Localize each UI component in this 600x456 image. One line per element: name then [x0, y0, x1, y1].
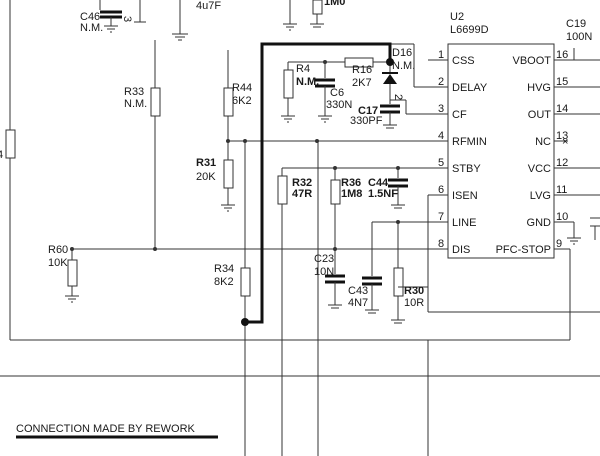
- r34-value: 8K2: [214, 276, 234, 288]
- pin-name: STBY: [452, 163, 481, 175]
- c17-value: 330PF: [350, 115, 383, 127]
- pin-name: GND: [527, 217, 552, 229]
- r36-ref: R36: [341, 177, 361, 189]
- r16-resistor: [344, 57, 374, 68]
- r60-resistor: [67, 259, 78, 287]
- pin-name: CF: [452, 109, 467, 121]
- r33-value: N.M.: [124, 98, 147, 110]
- ic-left-pins: 1 CSS 2 DELAY 3 CF 4 RFMIN 5 STBY 6 ISEN…: [438, 49, 488, 256]
- pin-number: 12: [556, 157, 568, 169]
- left-edge-mark: 4: [0, 149, 3, 161]
- cap-top-value: 4u7F: [196, 0, 221, 12]
- pin-number: 6: [438, 184, 444, 196]
- c46-capacitor: [99, 0, 122, 33]
- pin-name: VBOOT: [512, 55, 551, 67]
- pin-name: LVG: [530, 190, 551, 202]
- r4-value: N.M.: [296, 76, 319, 88]
- r32-resistor: [277, 175, 288, 205]
- r16-value: 2K7: [352, 77, 372, 89]
- r44-value: 6K2: [232, 95, 252, 107]
- r30-value: 10R: [404, 297, 424, 309]
- c6-value: 330N: [326, 99, 352, 111]
- r30-ref: R30: [404, 285, 424, 297]
- r4-resistor: [283, 69, 294, 99]
- pin-number: 8: [438, 238, 444, 250]
- r60-value: 10K: [48, 257, 68, 269]
- r4-ref: R4: [296, 63, 310, 75]
- pin-number: 11: [556, 184, 567, 196]
- ic-body: [447, 43, 555, 259]
- ic-right-pin-stubs: [554, 59, 600, 250]
- pin-name: LINE: [452, 217, 476, 229]
- c23-ref: C23: [314, 253, 334, 265]
- r36-resistor: [330, 179, 341, 205]
- pin-number: 7: [438, 211, 444, 223]
- pin-number: 9: [556, 238, 562, 250]
- r30-resistor: [393, 267, 404, 297]
- c17-ref: C17: [358, 105, 378, 117]
- pin-number: 4: [438, 130, 444, 142]
- c19-ref: C19: [566, 18, 586, 30]
- c43-value: 4N7: [348, 297, 368, 309]
- pin-number: 10: [556, 211, 568, 223]
- r31-resistor: [223, 159, 234, 189]
- r16-ref: R16: [352, 64, 372, 76]
- pin-number: 14: [556, 103, 568, 115]
- pin-name: DIS: [452, 244, 470, 256]
- pin-number: 3: [438, 103, 444, 115]
- d16-ref: D16: [392, 47, 412, 59]
- top-resistor-label: 1M0: [324, 0, 345, 8]
- c19-value: 100N: [566, 31, 592, 43]
- rework-node-bottom: [241, 318, 249, 326]
- pin-name: RFMIN: [452, 136, 487, 148]
- pin-name: ISEN: [452, 190, 478, 202]
- r34-ref: R34: [214, 263, 234, 275]
- c6-ref: C6: [330, 87, 344, 99]
- pin-number: 15: [556, 76, 568, 88]
- r31-value: 20K: [196, 171, 216, 183]
- pin-name: NC: [535, 136, 551, 148]
- c46-value: N.M.: [80, 22, 103, 34]
- ic-right-pins: 16 VBOOT 15 HVG 14 OUT 13 NC 12 VCC 11 L…: [496, 49, 569, 256]
- c44-ref: C44: [368, 177, 389, 189]
- r33-ref: R33: [124, 86, 144, 98]
- r33-resistor: [150, 87, 161, 117]
- pin-number: 5: [438, 157, 444, 169]
- r60-ref: R60: [48, 244, 68, 256]
- pin-name: VCC: [528, 163, 551, 175]
- pin-number: 13: [556, 130, 568, 142]
- ic-ref: U2: [450, 11, 464, 23]
- d16-diode: [383, 74, 397, 84]
- pin-number: 2: [438, 76, 444, 88]
- pin-name: PFC-STOP: [496, 244, 551, 256]
- c46-ref: C46: [80, 11, 100, 23]
- r32-value: 47R: [292, 188, 312, 200]
- left-pin-mark: 3: [121, 16, 133, 22]
- d16-pin-mark: 2: [392, 94, 404, 100]
- rework-node-top: [386, 58, 394, 66]
- ic-left-pin-stubs: [428, 59, 448, 250]
- pin-number: 1: [438, 49, 444, 61]
- pin-number: 16: [556, 49, 568, 61]
- pin-name: HVG: [527, 82, 551, 94]
- c44-value: 1.5NF: [368, 188, 398, 200]
- pin-name: DELAY: [452, 82, 488, 94]
- nc-cross-mark: ×: [562, 136, 568, 148]
- rework-note: CONNECTION MADE BY REWORK: [16, 423, 196, 435]
- r34-resistor: [240, 267, 251, 297]
- ic-part: L6699D: [450, 24, 489, 36]
- pin-name: OUT: [528, 109, 552, 121]
- d16-value: N.M.: [392, 60, 415, 72]
- r31-ref: R31: [196, 157, 216, 169]
- c23-value: 10N: [314, 266, 334, 278]
- pin-name: CSS: [452, 55, 475, 67]
- c43-ref: C43: [348, 285, 368, 297]
- r32-ref: R32: [292, 177, 312, 189]
- r36-value: 1M8: [341, 188, 362, 200]
- rework-wire: [245, 42, 392, 324]
- r44-ref: R44: [232, 82, 252, 94]
